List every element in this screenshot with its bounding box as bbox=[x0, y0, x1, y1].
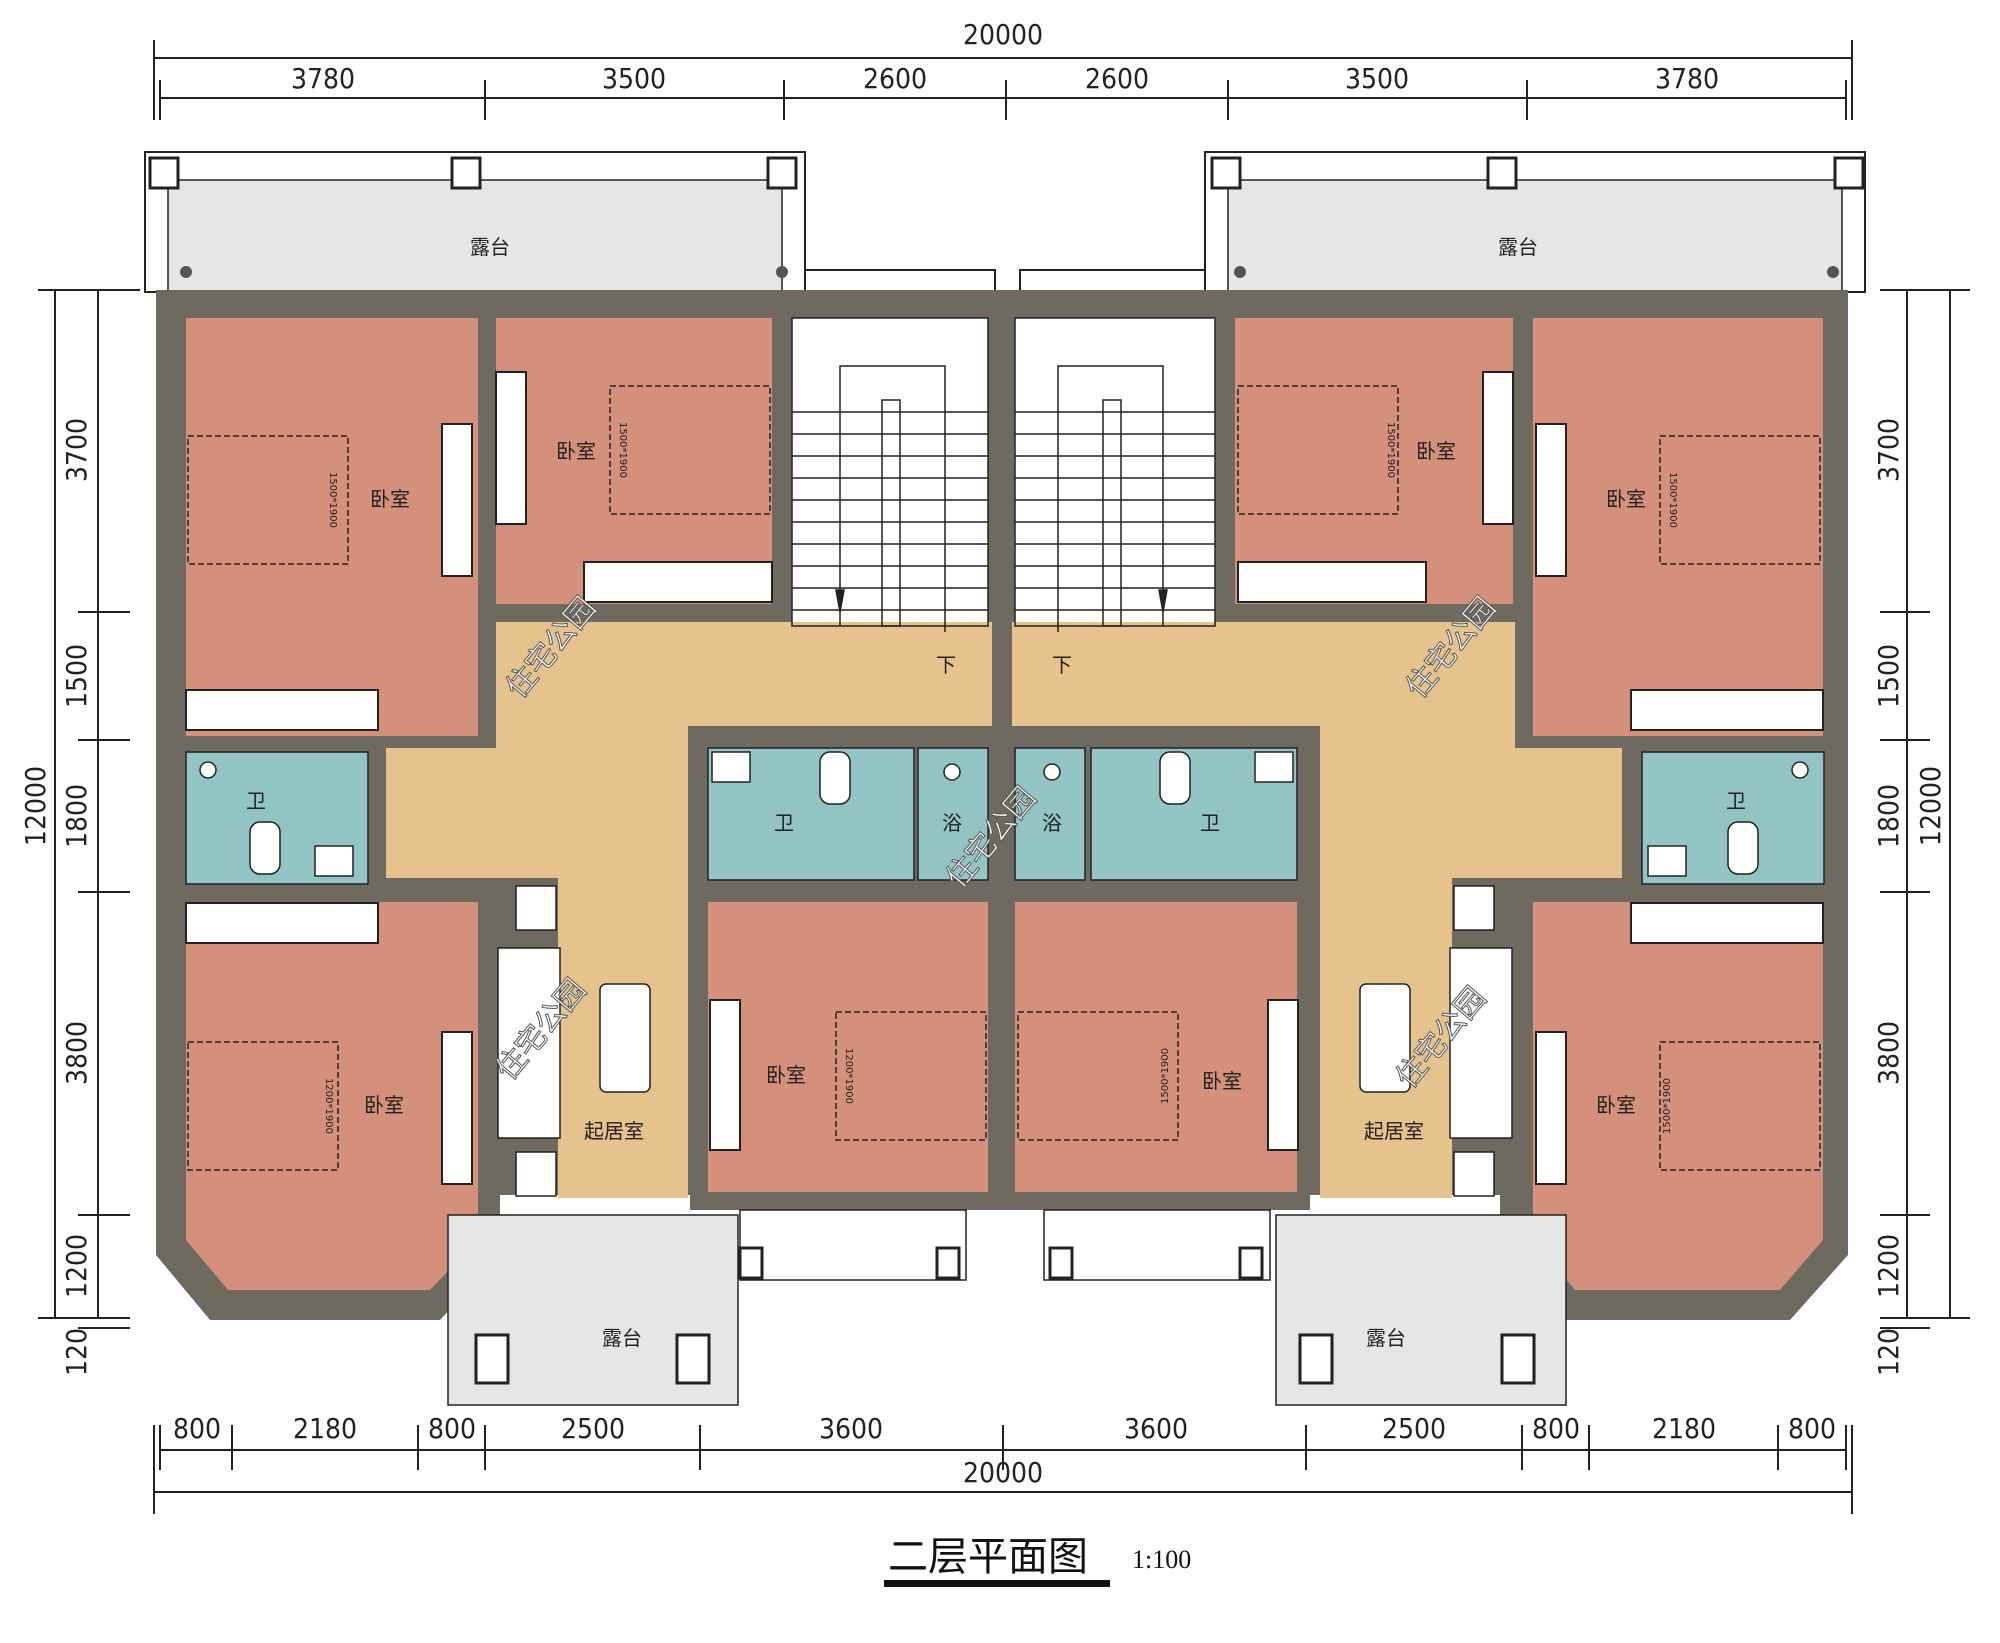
label-living: 起居室 bbox=[584, 1119, 644, 1143]
dim-bottom-seg: 2180 bbox=[293, 1412, 357, 1445]
label-terrace: 露台 bbox=[1498, 235, 1538, 259]
dim-left-seg: 1200 bbox=[60, 1234, 93, 1298]
stair-right bbox=[1015, 318, 1215, 626]
room-bedroom-sw-outer bbox=[186, 902, 478, 1290]
dim-bottom-total: 20000 bbox=[963, 1456, 1043, 1489]
dim-bottom-seg: 2500 bbox=[1382, 1412, 1446, 1445]
bed-size: 1500*1900 bbox=[617, 422, 628, 478]
stair-treads-right bbox=[1014, 317, 1216, 632]
bed-size: 1200*1900 bbox=[323, 1078, 334, 1134]
dim-bottom-seg: 3600 bbox=[1124, 1412, 1188, 1445]
dim-bottom-seg: 2500 bbox=[561, 1412, 625, 1445]
dim-right-seg: 3800 bbox=[1872, 1021, 1905, 1085]
dim-top-seg: 3780 bbox=[291, 62, 355, 95]
dim-top-total: 20000 bbox=[963, 18, 1043, 51]
dim-right-seg: 1800 bbox=[1872, 784, 1905, 848]
label-bedroom: 卧室 bbox=[1416, 439, 1456, 463]
label-bedroom: 卧室 bbox=[556, 439, 596, 463]
label-terrace: 露台 bbox=[602, 1326, 642, 1350]
stair-treads-left bbox=[791, 317, 989, 632]
label-bedroom: 卧室 bbox=[1202, 1069, 1242, 1093]
bed-size: 1500*1900 bbox=[327, 472, 338, 528]
label-shower: 浴 bbox=[1042, 811, 1062, 835]
label-bath: 卫 bbox=[774, 811, 794, 835]
bed-size: 1500*1900 bbox=[1385, 422, 1396, 478]
label-bedroom: 卧室 bbox=[364, 1093, 404, 1117]
stair-down-label: 下 bbox=[936, 653, 956, 677]
bed-size: 1200*1900 bbox=[843, 1048, 854, 1104]
room-bedroom-s-center-right bbox=[1015, 902, 1297, 1192]
dimension-bottom bbox=[153, 1425, 1853, 1514]
dim-top-seg: 2600 bbox=[1085, 62, 1149, 95]
label-living: 起居室 bbox=[1364, 1119, 1424, 1143]
room-bedroom-se-outer bbox=[1533, 902, 1823, 1290]
dim-top-seg: 3500 bbox=[1345, 62, 1409, 95]
dim-right-seg: 1500 bbox=[1872, 644, 1905, 708]
label-terrace: 露台 bbox=[470, 235, 510, 259]
terrace-top-left bbox=[144, 151, 806, 293]
dim-right-total: 12000 bbox=[1914, 766, 1947, 846]
wardrobes bbox=[185, 371, 1824, 1185]
dim-bottom-seg: 2180 bbox=[1652, 1412, 1716, 1445]
room-living-left bbox=[386, 622, 992, 1198]
dim-right-seg: 1200 bbox=[1872, 1234, 1905, 1298]
bath-fixtures bbox=[199, 751, 1809, 877]
dim-left-seg: 1800 bbox=[60, 784, 93, 848]
drawing-scale: 1:100 bbox=[1132, 1545, 1191, 1574]
label-terrace: 露台 bbox=[1366, 1326, 1406, 1350]
sofas bbox=[497, 885, 1513, 1197]
stair-landing-top bbox=[804, 269, 1206, 293]
drawing-title: 二层平面图 bbox=[888, 1534, 1088, 1580]
beds bbox=[187, 385, 1821, 1171]
dim-right-seg: 3700 bbox=[1872, 418, 1905, 482]
dimension-top bbox=[153, 40, 1853, 120]
room-bedroom-s-center-left bbox=[708, 902, 988, 1192]
room-bedroom-nw-outer bbox=[186, 318, 478, 736]
dim-left-total: 12000 bbox=[19, 766, 52, 846]
room-bedroom-nw-inner bbox=[496, 318, 772, 604]
bed-size: 1500*1900 bbox=[1667, 472, 1678, 528]
label-bedroom: 卧室 bbox=[766, 1063, 806, 1087]
terrace-bottom-right bbox=[1275, 1214, 1567, 1406]
bed-size: 1500*1900 bbox=[1662, 1078, 1673, 1134]
room-bedroom-ne-outer bbox=[1533, 318, 1823, 736]
label-bedroom: 卧室 bbox=[370, 487, 410, 511]
label-bath: 卫 bbox=[1200, 811, 1220, 835]
stair-down-label: 下 bbox=[1052, 653, 1072, 677]
dim-top-seg: 3780 bbox=[1655, 62, 1719, 95]
dimension-left bbox=[38, 289, 140, 1329]
label-bedroom: 卧室 bbox=[1606, 487, 1646, 511]
label-bath: 卫 bbox=[1726, 789, 1746, 813]
dim-bottom-seg: 800 bbox=[173, 1412, 221, 1445]
bed-size: 1500*1900 bbox=[1160, 1048, 1171, 1104]
dimension-right bbox=[1880, 289, 1970, 1329]
dim-bottom-seg: 800 bbox=[1532, 1412, 1580, 1445]
dim-left-seg: 1500 bbox=[60, 644, 93, 708]
porch-steps bbox=[738, 1209, 1271, 1281]
label-shower: 浴 bbox=[942, 811, 962, 835]
dim-bottom-seg: 800 bbox=[428, 1412, 476, 1445]
dim-top-seg: 3500 bbox=[602, 62, 666, 95]
dim-top-seg: 2600 bbox=[863, 62, 927, 95]
label-bedroom: 卧室 bbox=[1596, 1093, 1636, 1117]
dim-right-seg: 120 bbox=[1872, 1328, 1905, 1376]
title-underline bbox=[884, 1580, 1110, 1587]
room-living-right bbox=[1012, 622, 1622, 1198]
dim-left-seg: 120 bbox=[60, 1328, 93, 1376]
dim-bottom-seg: 3600 bbox=[819, 1412, 883, 1445]
dim-bottom-seg: 800 bbox=[1788, 1412, 1836, 1445]
terrace-bottom-left bbox=[447, 1214, 739, 1406]
dim-left-seg: 3700 bbox=[60, 418, 93, 482]
terrace-top-right bbox=[1204, 151, 1866, 293]
label-bath: 卫 bbox=[246, 789, 266, 813]
dim-left-seg: 3800 bbox=[60, 1021, 93, 1085]
room-bedroom-ne-inner bbox=[1235, 318, 1513, 604]
stair-left bbox=[792, 318, 988, 626]
